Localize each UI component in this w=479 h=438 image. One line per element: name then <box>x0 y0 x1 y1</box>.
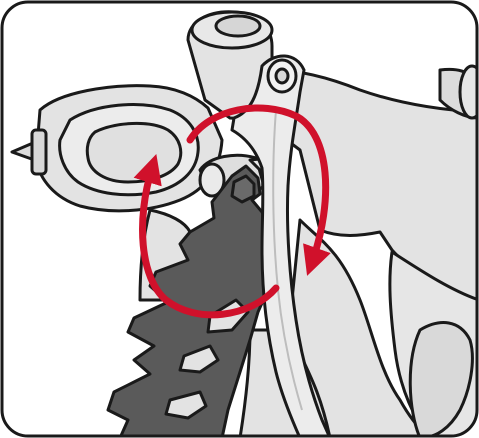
multi-tool-wrench <box>106 164 274 436</box>
rotation-arrow-counterclockwise <box>133 153 280 319</box>
trigger-lever <box>230 54 332 436</box>
rotation-arrow-clockwise <box>186 104 331 276</box>
rotation-arrows <box>133 104 331 319</box>
